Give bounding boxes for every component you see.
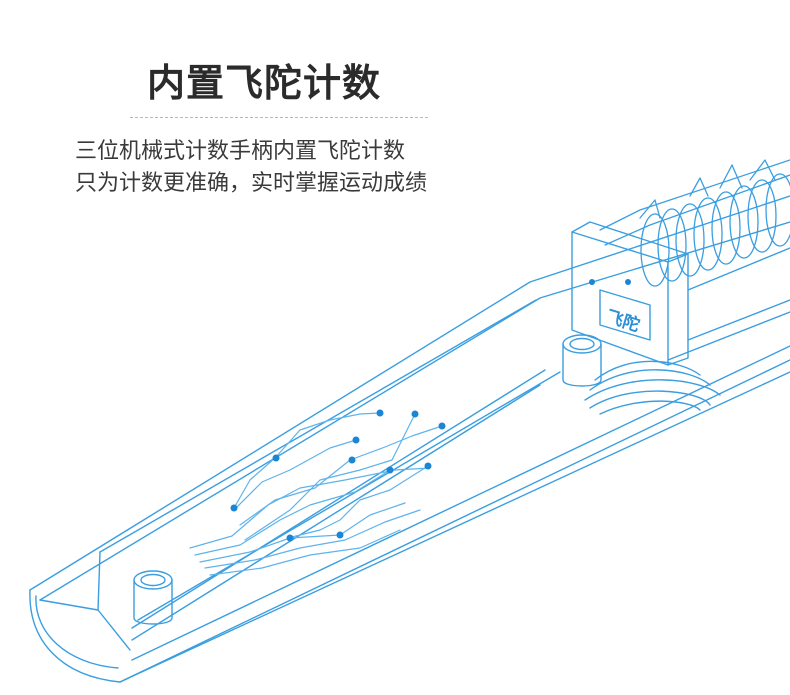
description-line-1: 三位机械式计数手柄内置飞陀计数 <box>75 139 406 164</box>
counter-gears <box>599 159 790 287</box>
description-line-2: 只为计数更准确，实时掌握运动成绩 <box>75 171 428 196</box>
counter-housing <box>571 221 790 366</box>
circuit-board-traces <box>189 412 443 576</box>
page-title: 内置飞陀计数 <box>146 61 381 105</box>
circuit-nodes <box>230 409 446 542</box>
title-divider <box>130 117 428 118</box>
bottom-tube <box>133 570 173 625</box>
top-tube <box>562 334 602 387</box>
description: 三位机械式计数手柄内置飞陀计数 只为计数更准确，实时掌握运动成绩 <box>75 136 427 200</box>
housing-screws <box>589 279 631 285</box>
gyro-coil <box>584 360 721 415</box>
gyro-badge-label: 飞陀 <box>604 306 643 336</box>
handle-shell <box>29 195 790 683</box>
